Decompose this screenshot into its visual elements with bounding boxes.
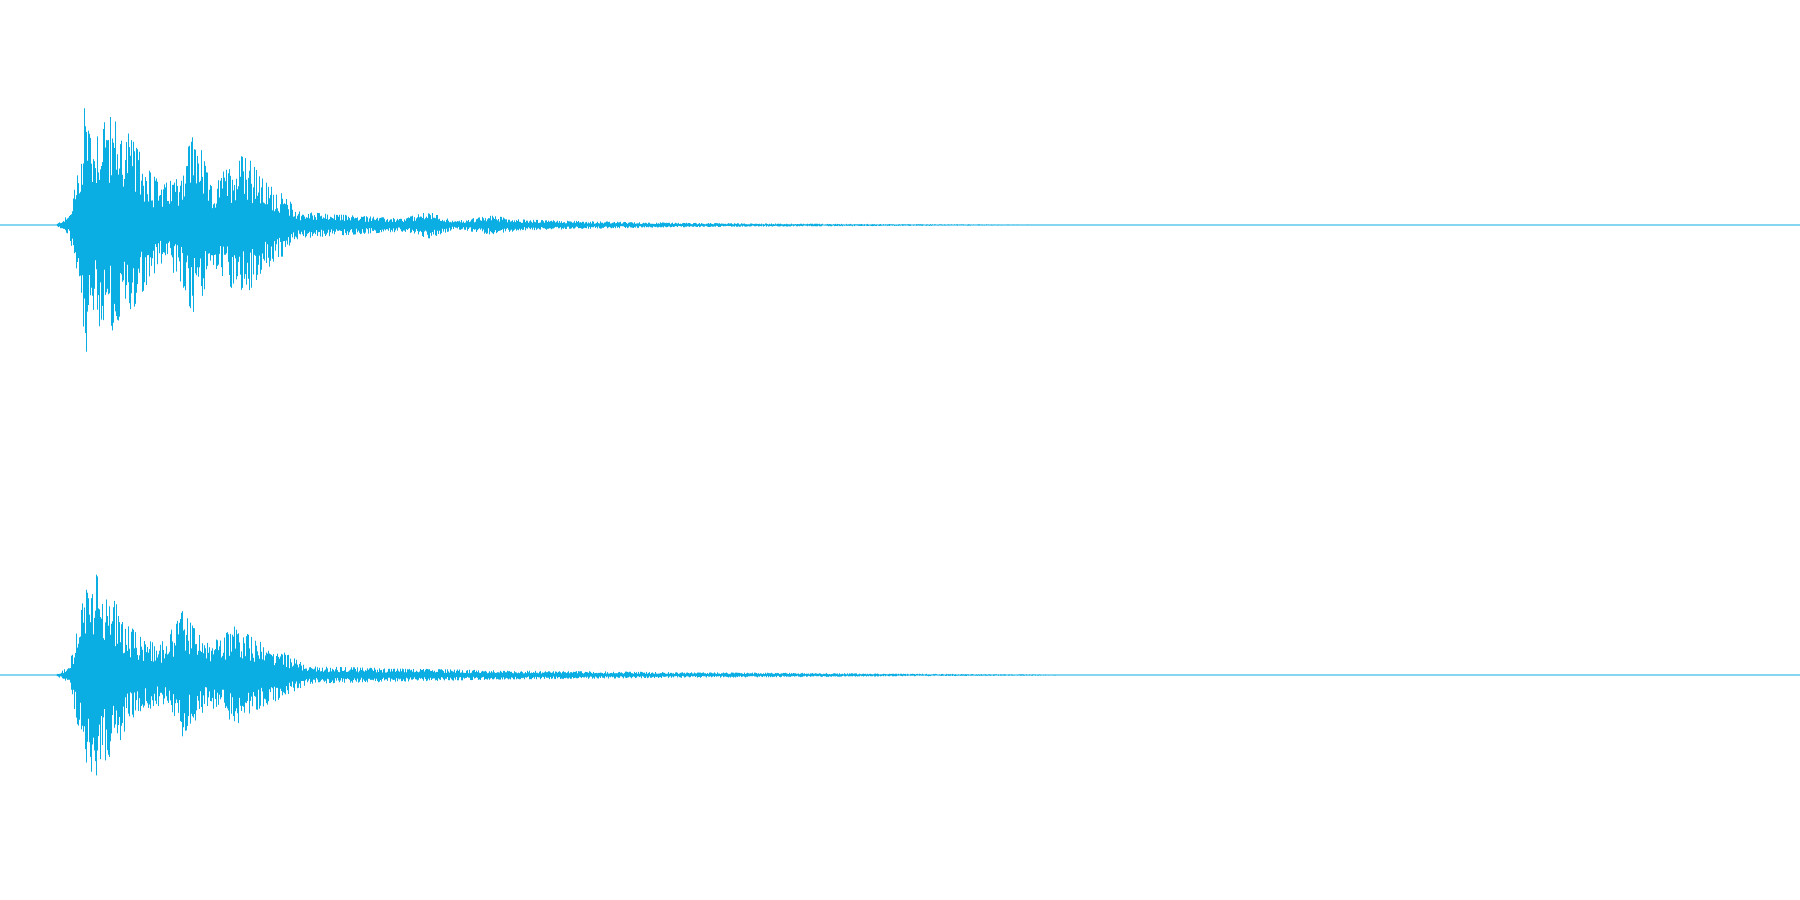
channel-2-track[interactable]	[0, 574, 1800, 776]
channel-1-signal	[56, 108, 1145, 352]
channel-1-track[interactable]	[0, 108, 1800, 352]
channel-2-waveform	[56, 574, 1112, 776]
channel-2-signal	[56, 574, 1112, 776]
channel-1-waveform	[56, 108, 1145, 352]
